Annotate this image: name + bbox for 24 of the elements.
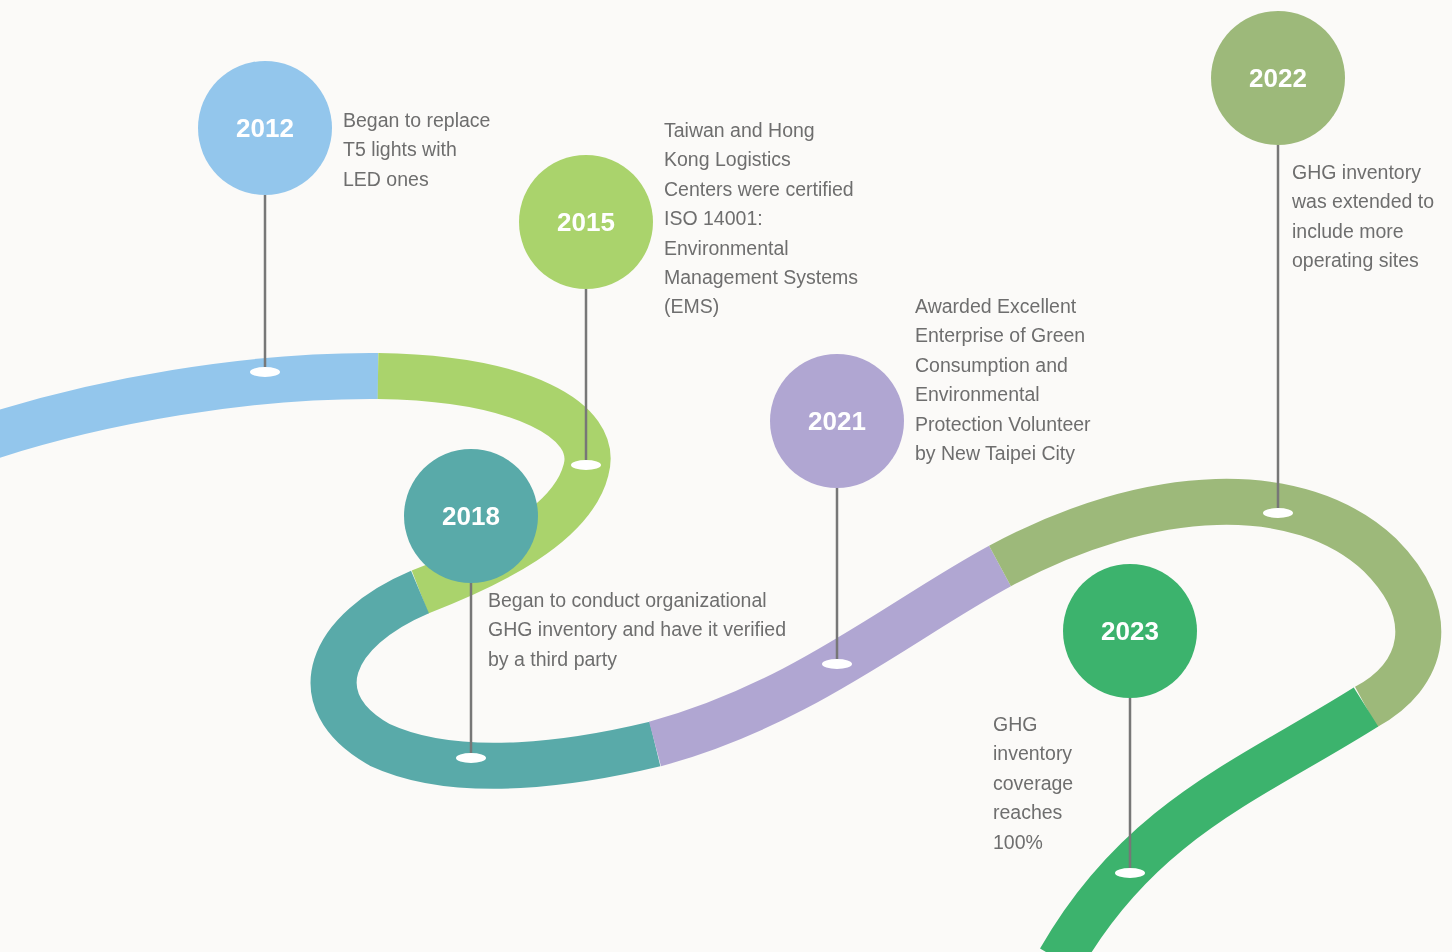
year-circle: 2018 (404, 449, 538, 583)
road-marker-dot (456, 753, 486, 763)
milestone-description: Taiwan and Hong Kong Logistics Centers were certified ISO 14001: Environmental Management Systems (EMS) (664, 118, 859, 320)
pin-line (263, 195, 267, 367)
pin-line (584, 289, 588, 460)
year-circle: 2012 (198, 61, 332, 195)
milestone-description: GHG inventory coverage reaches 100% (993, 712, 1075, 855)
pin-line (835, 488, 839, 659)
milestone-description: Awarded Excellent Enterprise of Green Consumption and Environmental Protection Volunteer by New Taipei City (915, 294, 1092, 467)
pin-line (469, 583, 473, 753)
road-marker-dot (1263, 508, 1293, 518)
road-marker-dot (250, 367, 280, 377)
pin-line (1276, 145, 1280, 508)
year-circle: 2015 (519, 155, 653, 289)
milestone-description: Began to replace T5 lights with LED ones (343, 108, 492, 192)
road-marker-dot (571, 460, 601, 470)
road-marker-dot (1115, 868, 1145, 878)
milestone-description: Began to conduct organizational GHG inventory and have it verified by a third party (488, 588, 788, 672)
road-marker-dot (822, 659, 852, 669)
year-circle: 2021 (770, 354, 904, 488)
year-circle: 2023 (1063, 564, 1197, 698)
year-circle: 2022 (1211, 11, 1345, 145)
pin-line (1128, 698, 1132, 868)
milestone-description: GHG inventory was extended to include more operating sites (1292, 160, 1435, 274)
